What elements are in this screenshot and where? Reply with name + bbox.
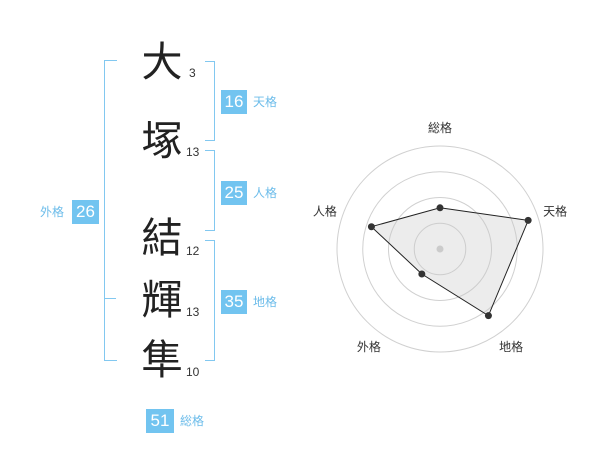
- soukaku-value-badge: 51: [146, 409, 174, 433]
- name-char-1: 大: [141, 38, 183, 86]
- name-char-2: 塚: [141, 117, 183, 165]
- radar-point-2: [524, 216, 532, 224]
- gaikaku-label: 外格: [40, 205, 65, 219]
- tenkaku-label: 天格: [253, 95, 278, 109]
- radar-ring: [413, 222, 467, 276]
- radar-point-1: [436, 204, 444, 212]
- chikaku-label: 地格: [253, 295, 278, 309]
- name-char-5: 隼: [141, 336, 183, 384]
- chikaku-bracket: [205, 240, 215, 361]
- stroke-count-1: 3: [189, 66, 196, 80]
- radar-axis-label-1: 総格: [428, 120, 452, 135]
- radar-center-dot: [436, 245, 444, 253]
- radar-area: [370, 207, 529, 317]
- stroke-count-4: 13: [186, 305, 200, 319]
- radar-grid: [336, 145, 544, 353]
- radar-ring: [336, 145, 544, 353]
- radar-axis-label-2: 天格: [543, 204, 567, 219]
- stroke-count-5: 10: [186, 365, 200, 379]
- jinkaku-bracket: [205, 150, 215, 231]
- radar-axis-label-4: 外格: [357, 339, 381, 354]
- name-char-3: 結: [141, 214, 183, 262]
- radar-series-polygon: [370, 207, 529, 317]
- jinkaku-label: 人格: [253, 186, 278, 200]
- tenkaku-value-badge: 16: [221, 90, 247, 114]
- radar-axis-label-5: 人格: [313, 204, 337, 219]
- radar-point-4: [418, 270, 426, 278]
- radar-points: [367, 204, 532, 320]
- gaikaku-bracket-tick: [104, 298, 116, 299]
- gaikaku-value-badge: 26: [72, 200, 99, 224]
- radar-ring: [388, 197, 492, 301]
- radar-point-5: [367, 223, 375, 231]
- soukaku-label: 総格: [180, 414, 205, 428]
- jinkaku-value-badge: 25: [221, 181, 247, 205]
- tenkaku-bracket: [205, 61, 215, 141]
- radar-ring: [362, 171, 518, 327]
- stroke-count-3: 12: [186, 244, 200, 258]
- radar-axis-label-3: 地格: [499, 339, 523, 354]
- chikaku-value-badge: 35: [221, 290, 247, 314]
- name-char-4: 輝: [141, 276, 183, 324]
- radar-point-3: [484, 312, 492, 320]
- stroke-count-2: 13: [186, 145, 200, 159]
- gaikaku-bracket: [104, 60, 117, 361]
